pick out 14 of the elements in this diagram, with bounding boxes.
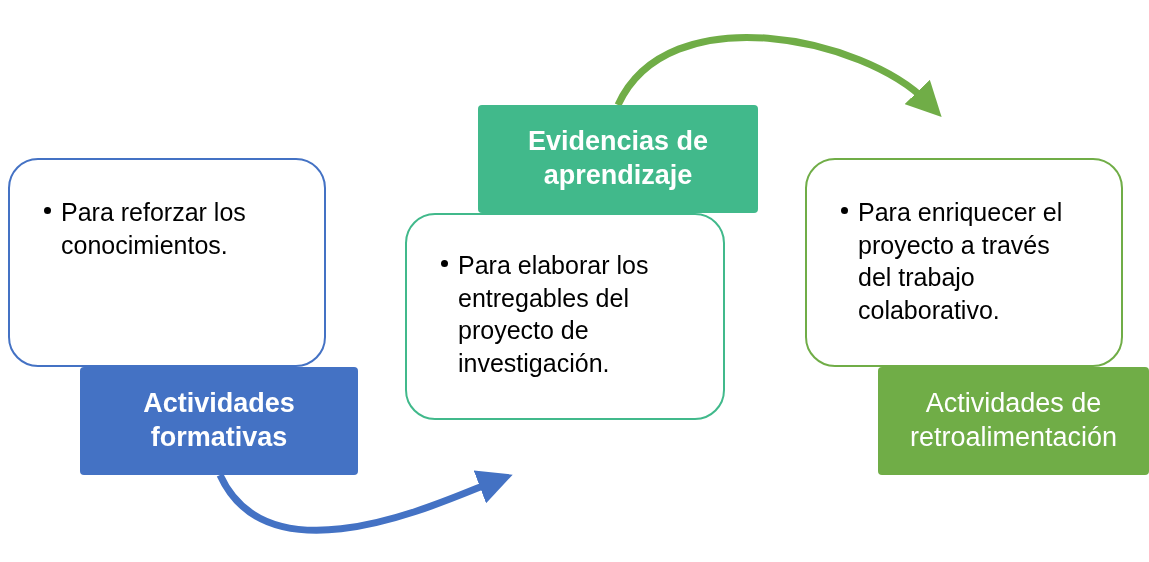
bullet-text: Para elaborar los entregables del proyecto de investigación. xyxy=(458,250,650,379)
curved-arrow xyxy=(217,470,513,534)
box-title: Actividades formativas xyxy=(142,387,296,454)
box-title: Evidencias de aprendizaje xyxy=(526,125,710,192)
rounded-box xyxy=(405,213,725,420)
box-title: Actividades de retroalimentación xyxy=(908,387,1119,454)
curved-arrow xyxy=(615,34,943,116)
label-box xyxy=(878,367,1149,475)
bullet-text: Para reforzar los conocimientos. xyxy=(61,197,247,261)
rounded-box xyxy=(805,158,1123,367)
label-box xyxy=(80,367,358,475)
label-box xyxy=(478,105,758,213)
bullet-text: Para enriquecer el proyecto a través del trabajo colaborativo. xyxy=(858,197,1064,326)
rounded-box xyxy=(8,158,326,367)
